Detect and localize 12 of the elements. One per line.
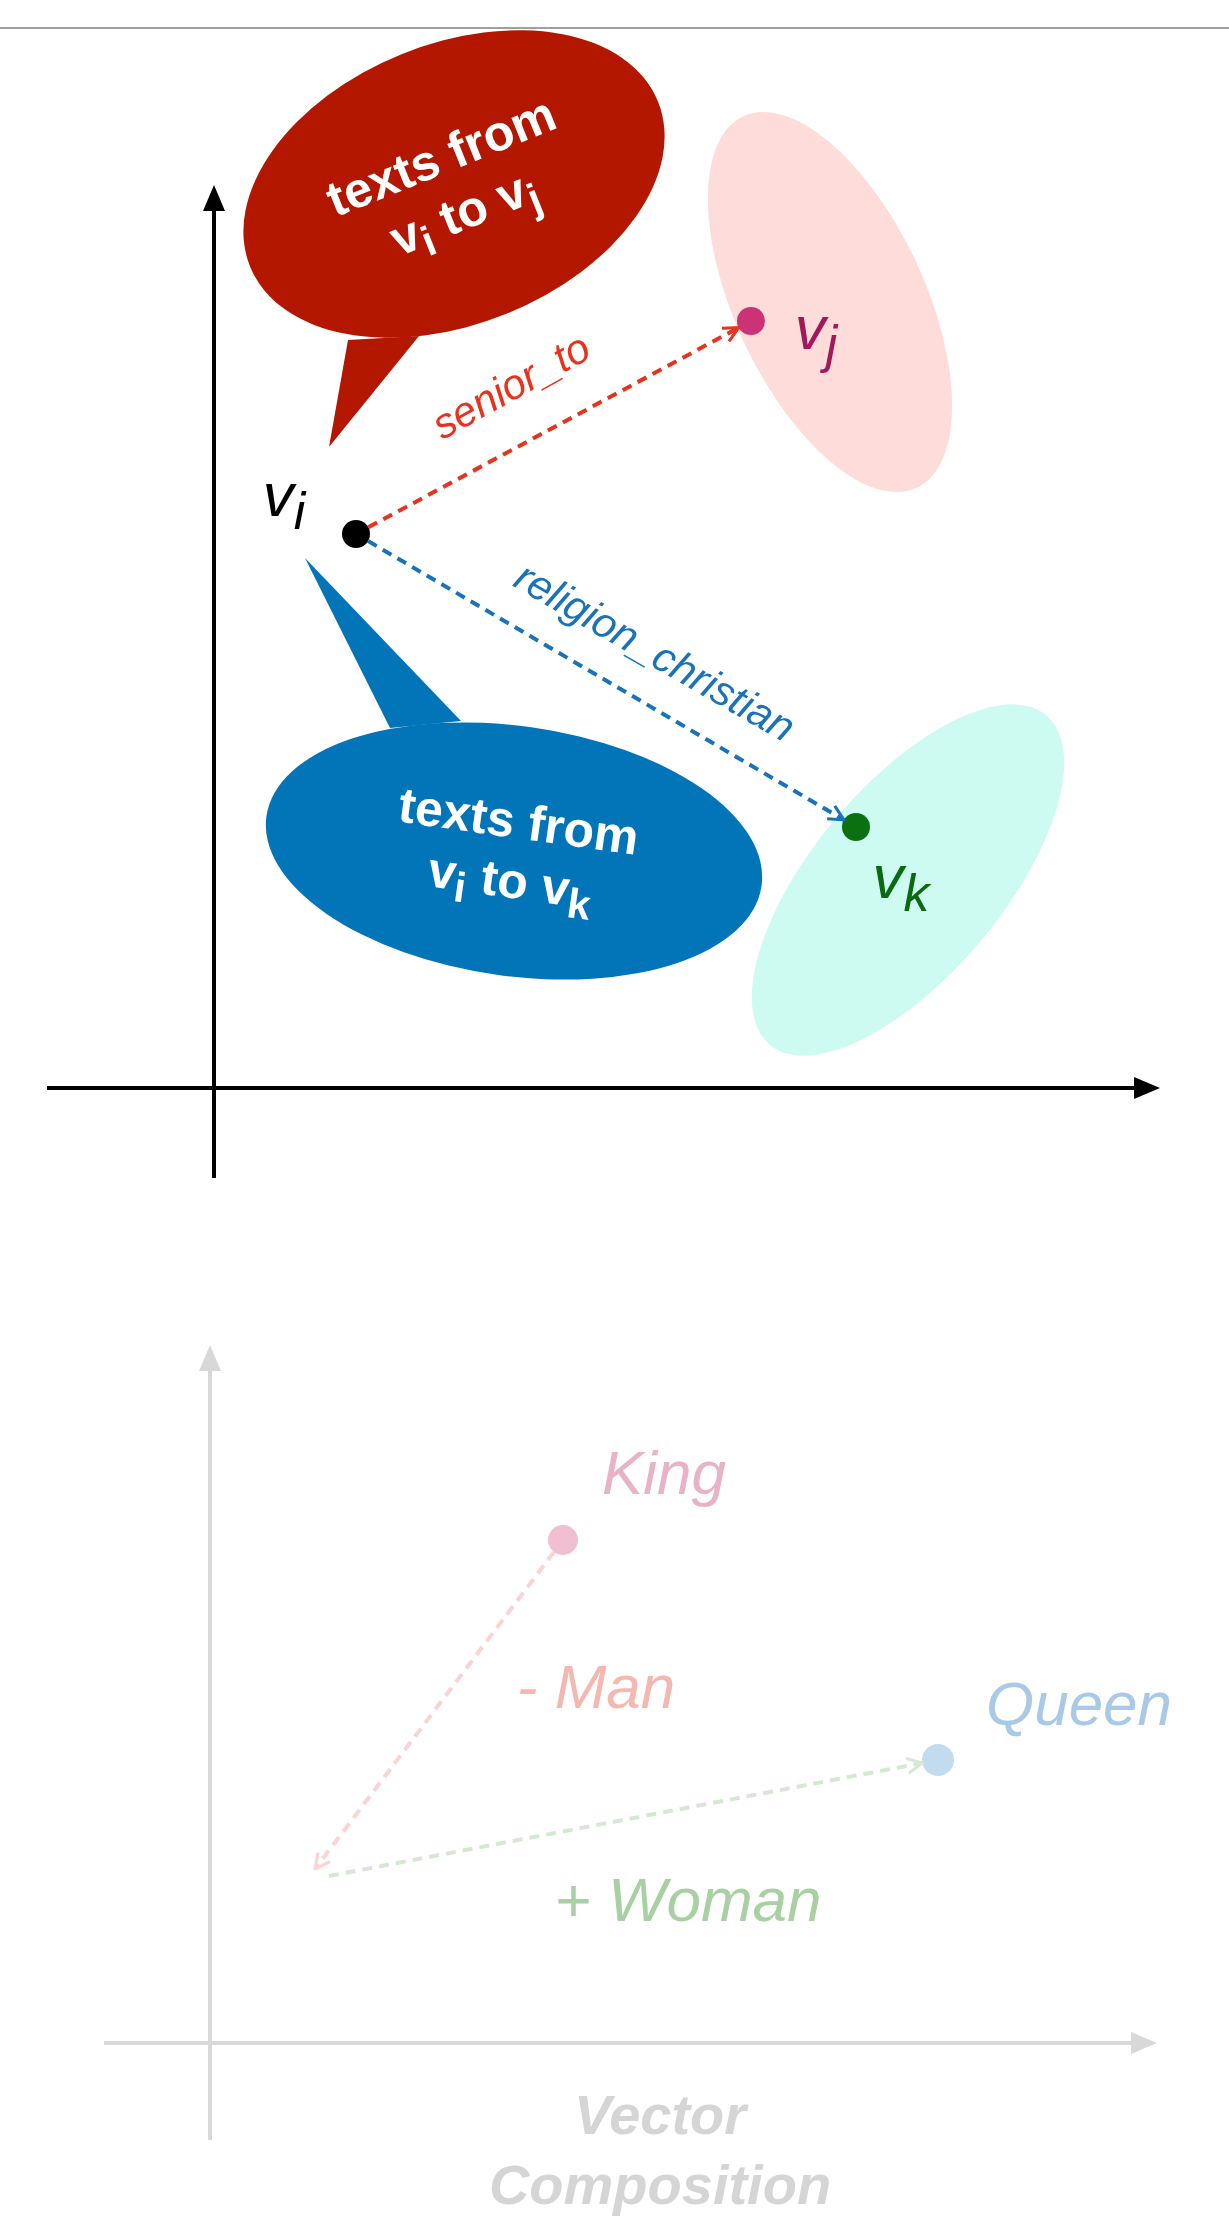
edge-label: - Man — [516, 1650, 676, 1722]
bubble-text: texts from v$_{i}$ to v$_{k}$ — [394, 775, 644, 931]
point-label: v$_{k}$ — [872, 840, 930, 924]
point-label: King — [601, 1436, 727, 1508]
point-label: v$_{i}$ — [262, 458, 306, 542]
dashed-arrow — [328, 1756, 924, 1878]
edge-label: + Woman — [554, 1863, 822, 1935]
dashed-arrow — [367, 539, 846, 822]
point-label: v$_{j}$ — [794, 291, 838, 375]
point-label: Queen — [985, 1667, 1173, 1739]
dashed-arrow — [313, 1550, 556, 1871]
dashed-arrow — [367, 325, 741, 530]
